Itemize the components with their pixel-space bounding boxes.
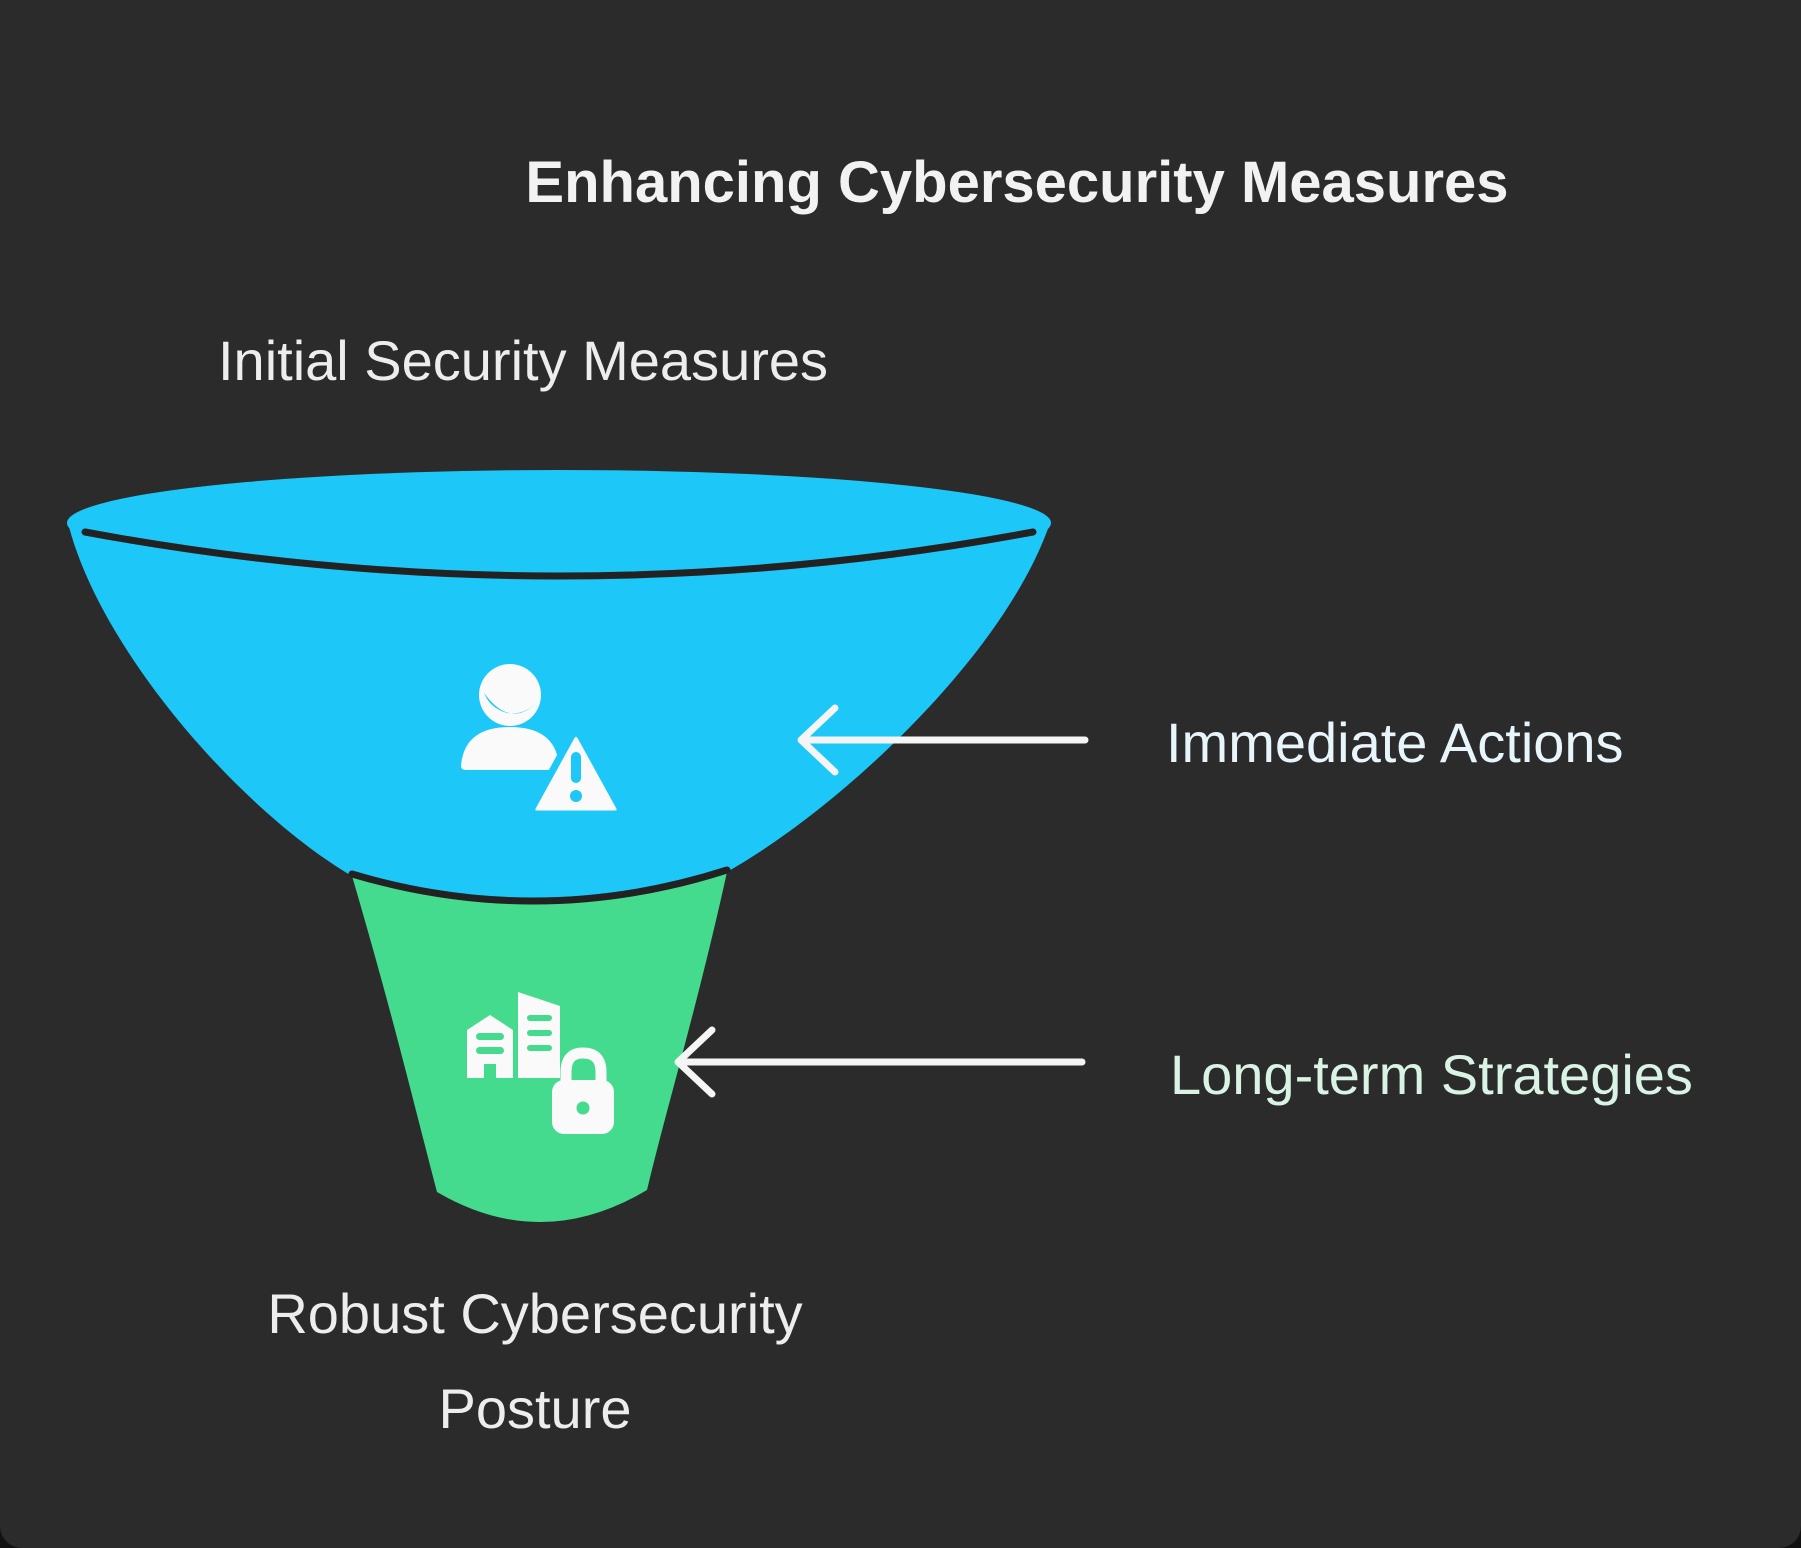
person-warning-icon [461, 664, 624, 818]
funnel-top-label: Initial Security Measures [218, 329, 829, 392]
stage2-label: Long-term Strategies [1170, 1043, 1693, 1106]
buildings-lock-icon [467, 992, 614, 1134]
stage2-arrow [674, 1026, 1086, 1098]
stage1-arrow [797, 704, 1089, 776]
page-title: Enhancing Cybersecurity Measures [525, 150, 1509, 215]
funnel-bottom-label: Robust Cybersecurity Posture [267, 1282, 803, 1441]
funnel-stage1-blue [67, 470, 1051, 903]
stage1-label: Immediate Actions [1166, 711, 1624, 774]
